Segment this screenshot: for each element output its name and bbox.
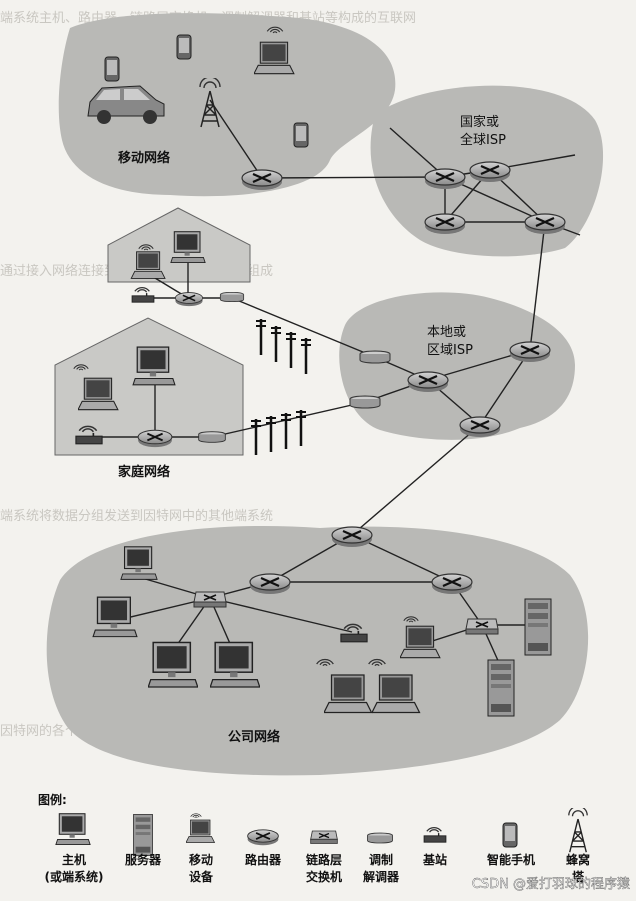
host-icon: [170, 231, 206, 264]
mobile-network-label: 移动网络: [118, 150, 170, 166]
legend-host-label: 主机: [62, 852, 86, 867]
host-icon: [210, 641, 260, 688]
legend-host-sublabel: (或端系统): [45, 869, 104, 884]
legend-labels: 主机 (或端系统) 服务器 移动 设备 路由器 链路层 交换机 调制 解调器 基…: [45, 852, 591, 884]
server-icon: [524, 598, 552, 656]
enterprise-network-label: 公司网络: [228, 729, 280, 745]
svg-text:端系统将数据分组发送到因特网中的其他端系统: 端系统将数据分组发送到因特网中的其他端系统: [0, 508, 273, 524]
legend-cell-tower-icon: [568, 808, 588, 853]
legend-router-label: 路由器: [245, 852, 282, 867]
router-icon: [330, 525, 374, 548]
modem-icon: [349, 395, 381, 409]
regional-isp-region: [339, 292, 575, 440]
legend-server-icon: [133, 814, 153, 856]
host-icon: [132, 346, 176, 386]
router-icon: [468, 160, 512, 183]
smartphone-icon: [293, 122, 309, 148]
legend-modem-sublabel: 解调器: [363, 869, 400, 884]
legend-wifi-icon: [190, 813, 202, 819]
laptop-icon: [324, 674, 373, 714]
host-icon: [148, 641, 198, 688]
server-icon: [487, 659, 515, 717]
legend-switch-label: 链路层: [306, 852, 342, 867]
legend-modem-icon: [367, 832, 393, 844]
modem-icon: [359, 350, 391, 364]
legend-cell-tower-sublabel: 塔: [572, 869, 585, 884]
router-icon: [240, 168, 284, 191]
switch-icon: [193, 591, 227, 608]
router-icon: [508, 340, 552, 363]
legend-host-icon: [55, 813, 91, 846]
home-network-label: 家庭网络: [118, 464, 170, 480]
legend-title: 图例:: [38, 792, 67, 807]
laptop-icon: [254, 41, 295, 75]
legend-smartphone-label: 智能手机: [486, 852, 535, 867]
watermark: CSDN @爱打羽球的程序猿: [472, 876, 630, 892]
legend-modem-label: 调制: [369, 852, 393, 867]
legend-base-station-label: 基站: [422, 852, 447, 867]
utility-poles: [250, 317, 312, 455]
laptop-icon: [78, 377, 119, 411]
laptop-icon: [130, 251, 166, 279]
legend-mobile-icon: [186, 819, 215, 843]
host-icon: [120, 546, 158, 580]
router-icon: [248, 572, 292, 595]
base-station-icon: [131, 286, 155, 303]
smartphone-icon: [104, 56, 120, 82]
car-icon: [87, 85, 165, 124]
home-house-lower: [54, 317, 244, 456]
legend-switch-sublabel: 交换机: [306, 869, 342, 884]
router-icon: [174, 291, 204, 307]
smartphone-icon: [176, 34, 192, 60]
router-icon: [137, 429, 173, 448]
modem-icon: [219, 291, 245, 303]
global-isp-label-line1: 国家或: [460, 114, 499, 130]
legend-cell-tower-label: 蜂窝: [566, 852, 590, 867]
global-isp-label-line2: 全球ISP: [460, 132, 506, 148]
mobile-network-region: [58, 13, 396, 197]
legend-server-label: 服务器: [125, 852, 162, 867]
router-icon: [458, 415, 502, 438]
router-icon: [406, 370, 450, 393]
switch-icon: [465, 618, 499, 635]
legend-mobile-sublabel: 设备: [189, 869, 214, 884]
regional-isp-label-line2: 区域ISP: [427, 343, 473, 358]
host-icon: [92, 596, 138, 638]
regional-isp-label-line1: 本地或: [427, 325, 466, 340]
laptop-icon: [400, 625, 441, 659]
router-icon: [430, 572, 474, 595]
modem-icon: [198, 431, 226, 443]
router-icon: [523, 212, 567, 235]
router-icon: [423, 212, 467, 235]
legend-smartphone-icon: [502, 822, 518, 848]
legend-base-station-icon: [423, 826, 447, 843]
legend-mobile-label: 移动: [189, 852, 213, 867]
router-icon: [423, 167, 467, 190]
laptop-icon: [372, 674, 421, 714]
legend-router-icon: [246, 828, 280, 846]
legend-switch-icon: [309, 830, 339, 845]
